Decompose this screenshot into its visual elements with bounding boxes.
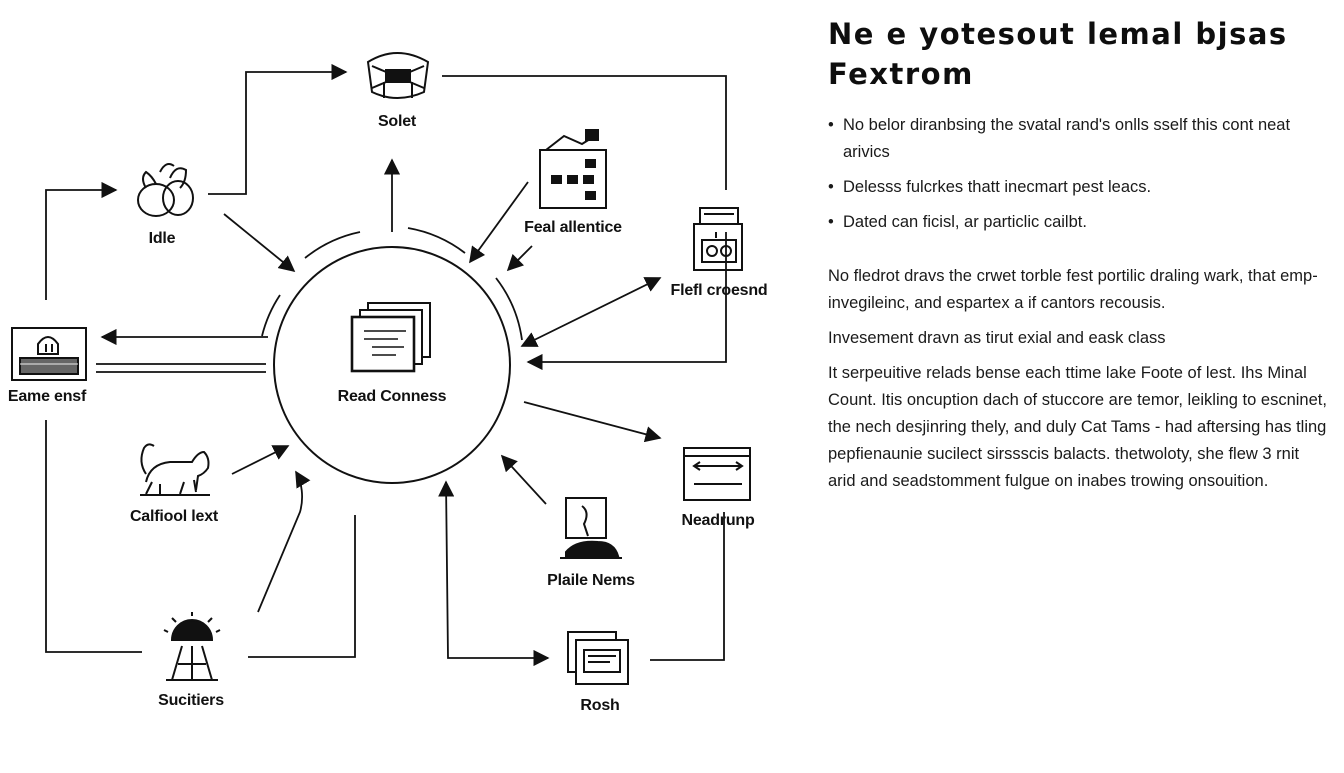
arrow-eame-to-idle <box>45 181 118 300</box>
node-label-idle: Idle <box>148 230 176 247</box>
cat-icon <box>140 443 210 496</box>
connector-lines <box>45 63 727 667</box>
line-solet-to-flefl <box>442 75 727 190</box>
calendar-board-icon <box>539 129 607 209</box>
line-eame-to-sucitiers <box>45 420 142 653</box>
hands-icon <box>137 163 194 217</box>
node-label-neadrunp: Neadrunp <box>681 512 755 529</box>
documents-icon <box>350 302 431 373</box>
line-neadrunp-to-rosh <box>650 512 725 661</box>
arrow-hub-to-rosh <box>438 480 550 667</box>
arrow-flefl-to-hub <box>526 232 727 371</box>
sun-tower-icon <box>163 612 221 681</box>
bullet-item: No belor diranbsing the svatal rand's on… <box>828 112 1328 166</box>
bullet-item: Delesss fulcrkes thatt inecmart pest lea… <box>828 174 1328 201</box>
node-label-flefl: Flefl croesnd <box>670 282 768 299</box>
arrow-sucitiers-to-hub <box>257 470 311 613</box>
panel-title: Ne e yotesout lemal bjsas Fextrom <box>828 17 1288 91</box>
paragraph: It serpeuitive relads bense each ttime l… <box>828 364 1327 490</box>
node-label-solet: Solet <box>377 113 417 130</box>
monitor-stack-icon <box>567 631 629 685</box>
diagram: Read Conness Solet Idle Feal allentice F… <box>7 52 768 714</box>
hub-label: Read Conness <box>337 388 447 405</box>
text-panel: Ne e yotesout lemal bjsas Fextrom No bel… <box>828 14 1328 503</box>
arrow-hub-to-neadrunp <box>523 401 662 443</box>
hub-node <box>273 246 511 484</box>
node-label-sucitiers: Sucitiers <box>158 692 224 709</box>
node-label-eame: Eame ensf <box>7 388 87 405</box>
node-label-rosh: Rosh <box>580 697 620 714</box>
node-label-plaile: Plaile Nems <box>547 572 635 589</box>
arrow-idle-to-hub <box>223 213 296 273</box>
arrow-calfiool-to-hub <box>231 445 290 475</box>
bundle-icon <box>366 52 430 99</box>
arrow-idle-to-solet <box>208 63 348 195</box>
paragraph: No fledrot dravs the crwet torble fest p… <box>828 267 1318 312</box>
bullet-list: No belor diranbsing the svatal rand's on… <box>828 112 1328 236</box>
line-sucitiers-up <box>248 515 356 658</box>
arrow-feal-small <box>506 245 533 272</box>
paragraph: Invesement dravn as tirut exial and eask… <box>828 329 1166 347</box>
building-icon <box>11 327 87 381</box>
window-arrows-icon <box>683 447 751 501</box>
node-label-feal: Feal allentice <box>524 219 622 236</box>
arrow-plaile-to-hub <box>500 454 547 505</box>
diagram-canvas <box>11 52 751 685</box>
sign-figure-icon <box>560 497 622 559</box>
arrow-hub-flefl <box>520 277 662 347</box>
bullet-item: Dated can ficisl, ar particlic cailbt. <box>828 209 1328 236</box>
node-label-calfiool: Calfiool lext <box>129 508 219 525</box>
arrow-feal-to-hub <box>469 181 529 264</box>
crate-icon <box>693 207 743 271</box>
